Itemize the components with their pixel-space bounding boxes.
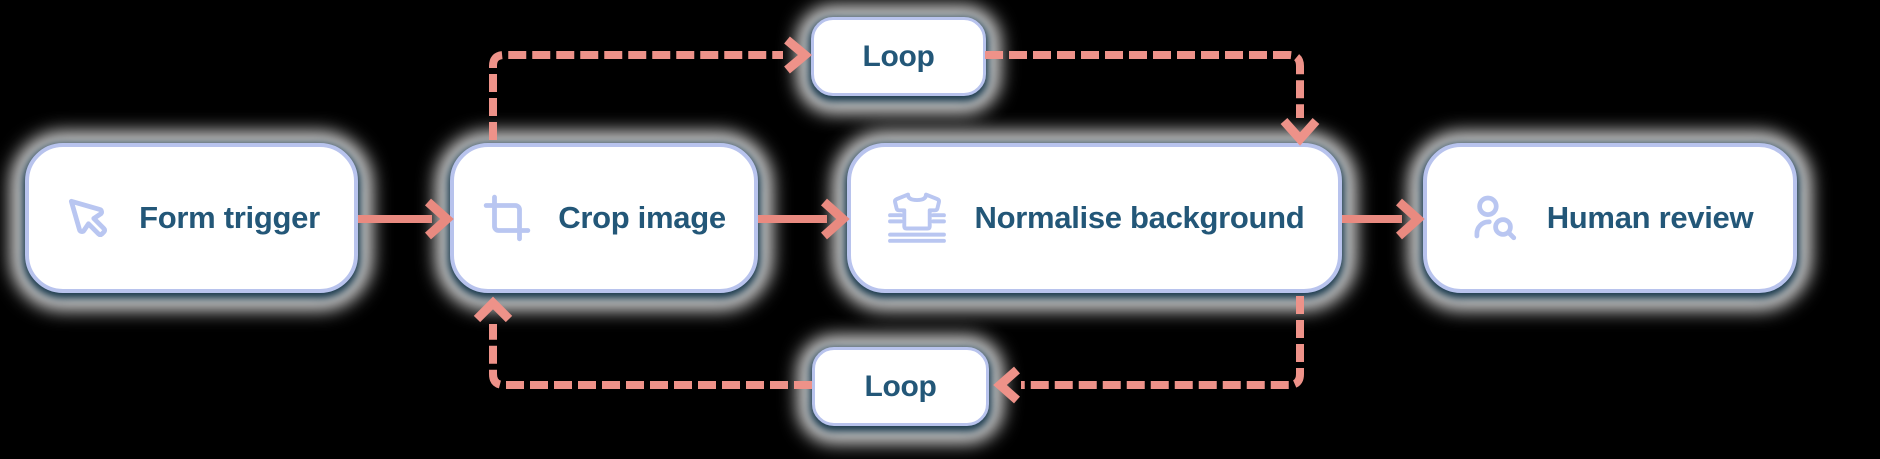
node-label: Form trigger [139, 200, 320, 235]
node-loop-bottom[interactable]: Loop [812, 347, 989, 426]
node-normalise-background[interactable]: Normalise background [847, 143, 1342, 293]
node-crop-image[interactable]: Crop image [450, 143, 758, 293]
connector-normalise-background-to-human-review [1342, 198, 1425, 240]
connector-form-trigger-to-crop-image [358, 198, 454, 240]
connector-crop-image-to-loop-top [489, 36, 813, 140]
node-human-review[interactable]: Human review [1423, 143, 1797, 293]
connector-crop-image-to-normalise-background [758, 198, 850, 240]
crop-icon [482, 193, 532, 243]
mouse-pointer-icon [63, 193, 113, 243]
node-label: Human review [1546, 200, 1754, 235]
node-label: Normalise background [974, 200, 1305, 235]
user-search-icon [1467, 191, 1521, 245]
connector-normalise-background-to-loop-bottom [993, 296, 1304, 404]
connector-loop-bottom-to-crop-image [473, 296, 812, 389]
node-label: Loop [862, 39, 935, 73]
connector-loop-top-to-normalise-background [985, 51, 1320, 146]
node-loop-top[interactable]: Loop [811, 17, 986, 96]
node-label: Loop [864, 369, 937, 403]
shirt-on-background-icon [885, 189, 949, 247]
node-form-trigger[interactable]: Form trigger [25, 143, 358, 293]
node-label: Crop image [558, 200, 726, 235]
